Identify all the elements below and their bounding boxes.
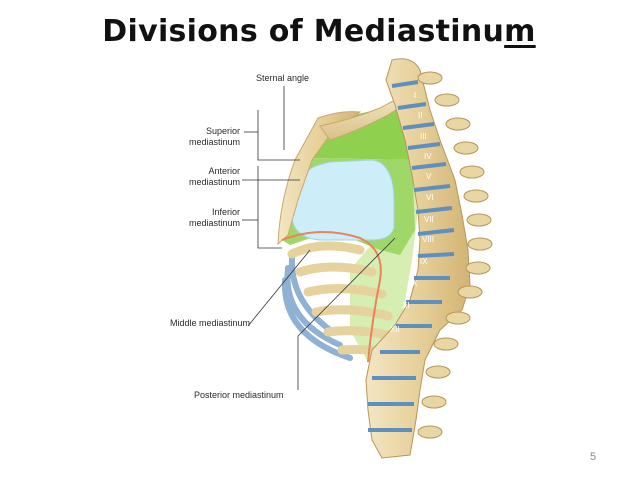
anterior-label-line1: Anterior — [208, 166, 240, 176]
title-text: Divisions of Mediastinu — [102, 14, 505, 49]
vertebra-label: II — [418, 111, 422, 120]
middle-mediastinum-label: Middle mediastinum — [170, 318, 251, 328]
superior-label-line2: mediastinum — [188, 136, 240, 147]
slide-title: Divisions of Mediastinum — [0, 14, 638, 49]
vertebra-label: IX — [420, 257, 428, 266]
leader-lines — [242, 86, 396, 390]
vertebra-labels: I II III IV V VI VII VIII IX X XI XII — [390, 91, 434, 334]
vertebra-label: VII — [424, 215, 434, 224]
vertebra-label: XI — [402, 301, 410, 310]
cavity-outline — [281, 231, 382, 363]
vertebra-label: X — [412, 279, 418, 288]
inferior-mediastinum-label: Inferior mediastinum — [174, 207, 240, 228]
inferior-label-line1: Inferior — [211, 207, 240, 217]
inferior-label-line2: mediastinum — [188, 217, 240, 228]
superior-label-line1: Superior — [205, 126, 240, 136]
vertebra-label: XII — [390, 325, 400, 334]
sternal-angle-label: Sternal angle — [256, 73, 310, 83]
vertebra-label: I — [414, 91, 416, 100]
vertebra-label: VI — [426, 193, 434, 202]
middle-mediastinum-region — [291, 159, 395, 241]
posterior-mediastinum-label: Posterior mediastinum — [194, 390, 284, 400]
posterior-ribs — [281, 255, 353, 361]
vertebra-label: VIII — [422, 235, 434, 244]
vertebra-label: IV — [424, 152, 432, 161]
page-number: 5 — [590, 451, 597, 463]
vertebra-label: III — [420, 132, 427, 141]
vertebral-column — [365, 58, 493, 459]
sternum — [277, 111, 362, 246]
vertebra-label: V — [426, 172, 432, 181]
title-underlined-letter: m — [504, 14, 536, 49]
anterior-label-line2: mediastinum — [188, 176, 240, 187]
superior-mediastinum-label: Superior mediastinum — [174, 126, 240, 147]
anterior-mediastinum-label: Anterior mediastinum — [174, 166, 240, 187]
